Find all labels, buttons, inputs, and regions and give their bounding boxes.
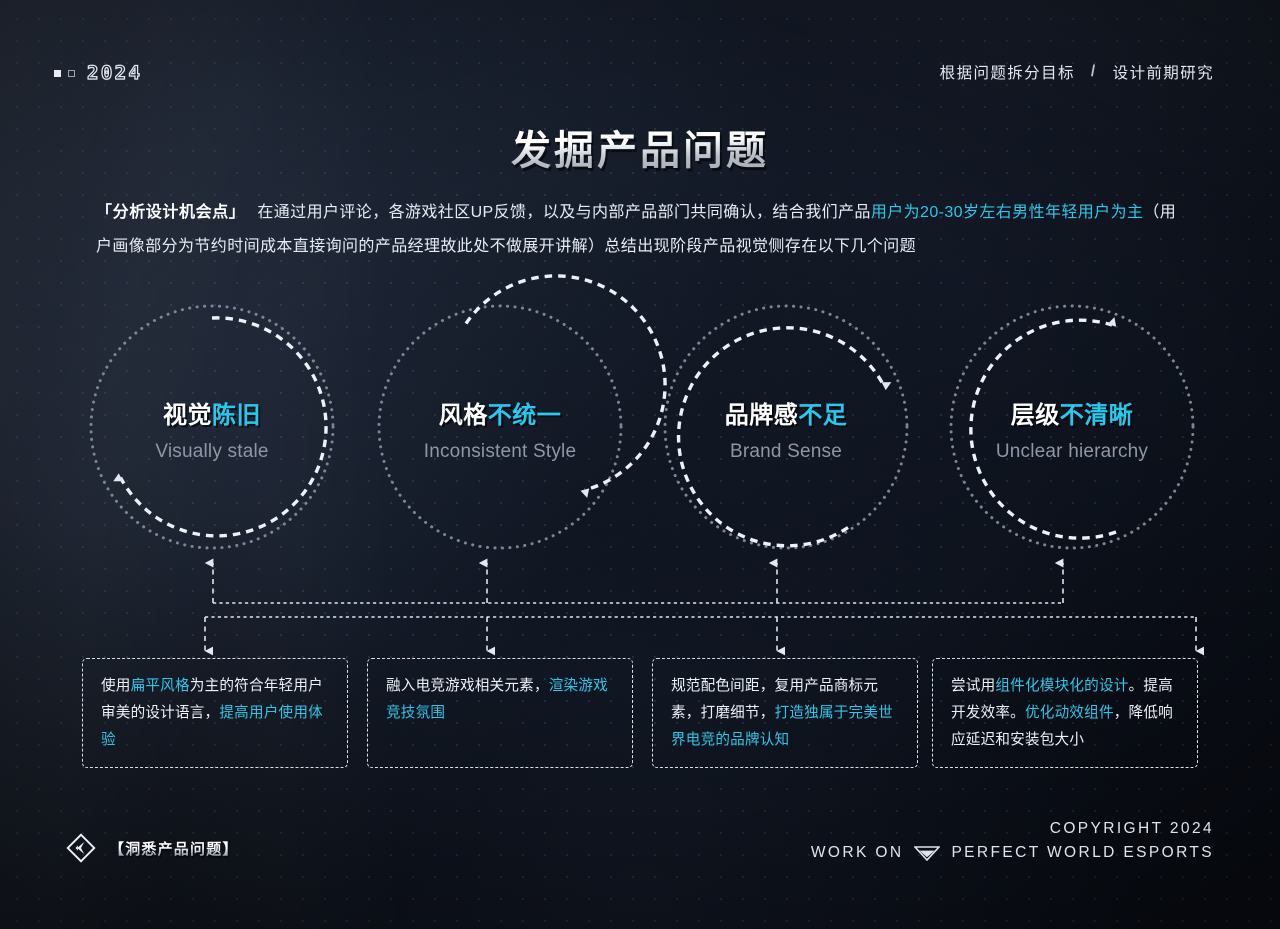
problem-circle-1: 视觉陈旧 Visually stale <box>88 303 336 551</box>
solution-note-1: 使用扁平风格为主的符合年轻用户审美的设计语言，提高用户使用体验 <box>82 658 348 768</box>
work-on-label: WORK ON <box>810 844 904 861</box>
work-on-line: WORK ON PERFECT WORLD ESPORTS <box>811 844 1214 862</box>
breadcrumb-item-left: 根据问题拆分目标 <box>939 65 1075 82</box>
circle-labels-3: 品牌感不足 Brand Sense <box>662 395 910 463</box>
problem-circle-3: 品牌感不足 Brand Sense <box>662 303 910 551</box>
circle-labels-2: 风格不统一 Inconsistent Style <box>376 395 624 463</box>
breadcrumb-item-right: 设计前期研究 <box>1112 65 1214 82</box>
circle-cn-label-3: 品牌感不足 <box>724 401 848 429</box>
solution-note-3: 规范配色间距，复用产品商标元素，打磨细节，打造独属于完美世界电竞的品牌认知 <box>652 658 918 768</box>
copyright-label: COPYRIGHT 2024 <box>1049 820 1214 837</box>
square-solid-icon <box>54 69 61 77</box>
circle-cn-label-2: 风格不统一 <box>438 401 562 429</box>
solution-note-text-1: 使用扁平风格为主的符合年轻用户审美的设计语言，提高用户使用体验 <box>101 678 323 748</box>
circle-labels-4: 层级不清晰 Unclear hierarchy <box>948 395 1196 463</box>
circle-ring-inner-dashed <box>969 317 1117 540</box>
intro-paragraph: 「分析设计机会点」在通过用户评论，各游戏社区UP反馈，以及与内部产品部门共同确认… <box>96 196 1188 263</box>
circle-en-label-1: Visually stale <box>155 441 269 462</box>
solution-note-text-3: 规范配色间距，复用产品商标元素，打磨细节，打造独属于完美世界电竞的品牌认知 <box>671 678 893 748</box>
circle-en-label-4: Unclear hierarchy <box>995 441 1149 462</box>
intro-highlight-audience: 用户为20-30岁左右男性年轻用户为主 <box>870 204 1144 221</box>
circle-ring-inner-dashed <box>676 326 892 548</box>
breadcrumb-separator: / <box>1090 63 1097 80</box>
footer-left: 【洞悉产品问题】 <box>66 833 239 863</box>
circle-en-label-3: Brand Sense <box>729 441 843 462</box>
square-hollow-icon <box>68 69 75 77</box>
problem-circle-4: 层级不清晰 Unclear hierarchy <box>948 303 1196 551</box>
footer-tag-label: 【洞悉产品问题】 <box>109 839 239 858</box>
circle-en-label-2: Inconsistent Style <box>423 441 577 462</box>
solution-note-text-4: 尝试用组件化模块化的设计。提高开发效率。优化动效组件，降低响应延迟和安装包大小 <box>951 678 1173 748</box>
shield-esports-icon <box>914 846 941 861</box>
circle-ring-outer-dotted <box>377 304 623 550</box>
intro-text-part2: （用户画像部分为节约时间成本直接询问的产品经理故此处不做展开讲解）总结出现阶段产… <box>96 204 1177 255</box>
breadcrumb: 根据问题拆分目标 / 设计前期研究 <box>940 61 1214 83</box>
circle-ring-inner-dashed <box>464 274 667 498</box>
circle-cn-label-1: 视觉陈旧 <box>163 401 261 429</box>
circle-cn-label-4: 层级不清晰 <box>1010 401 1134 429</box>
circle-ring-outer-dotted <box>89 304 335 550</box>
solution-note-4: 尝试用组件化模块化的设计。提高开发效率。优化动效组件，降低响应延迟和安装包大小 <box>932 658 1198 768</box>
problem-circle-2: 风格不统一 Inconsistent Style <box>376 274 667 551</box>
circle-ring-inner-dashed <box>113 316 328 538</box>
intro-lead-term: 「分析设计机会点」 <box>96 204 246 221</box>
solution-note-2: 融入电竞游戏相关元素，渲染游戏竞技氛围 <box>367 658 633 768</box>
circle-ring-outer-dotted <box>949 304 1195 550</box>
intro-text-part1: 在通过用户评论，各游戏社区UP反馈，以及与内部产品部门共同确认，结合我们产品 <box>257 204 871 221</box>
page-title: 发掘产品问题 <box>0 118 1280 176</box>
brand-label: PERFECT WORLD ESPORTS <box>951 844 1214 861</box>
circle-ring-outer-dotted <box>663 304 909 550</box>
year-badge: 2024 <box>54 61 1214 85</box>
solution-note-text-2: 融入电竞游戏相关元素，渲染游戏竞技氛围 <box>386 678 608 721</box>
circle-labels-1: 视觉陈旧 Visually stale <box>88 395 336 463</box>
header: 2024 根据问题拆分目标 / 设计前期研究 <box>54 61 1214 88</box>
diamond-logo-icon <box>66 833 96 863</box>
year-label: 2024 <box>86 61 143 84</box>
footer-right: COPYRIGHT 2024 WORK ON PERFECT WORLD ESP… <box>811 820 1214 862</box>
